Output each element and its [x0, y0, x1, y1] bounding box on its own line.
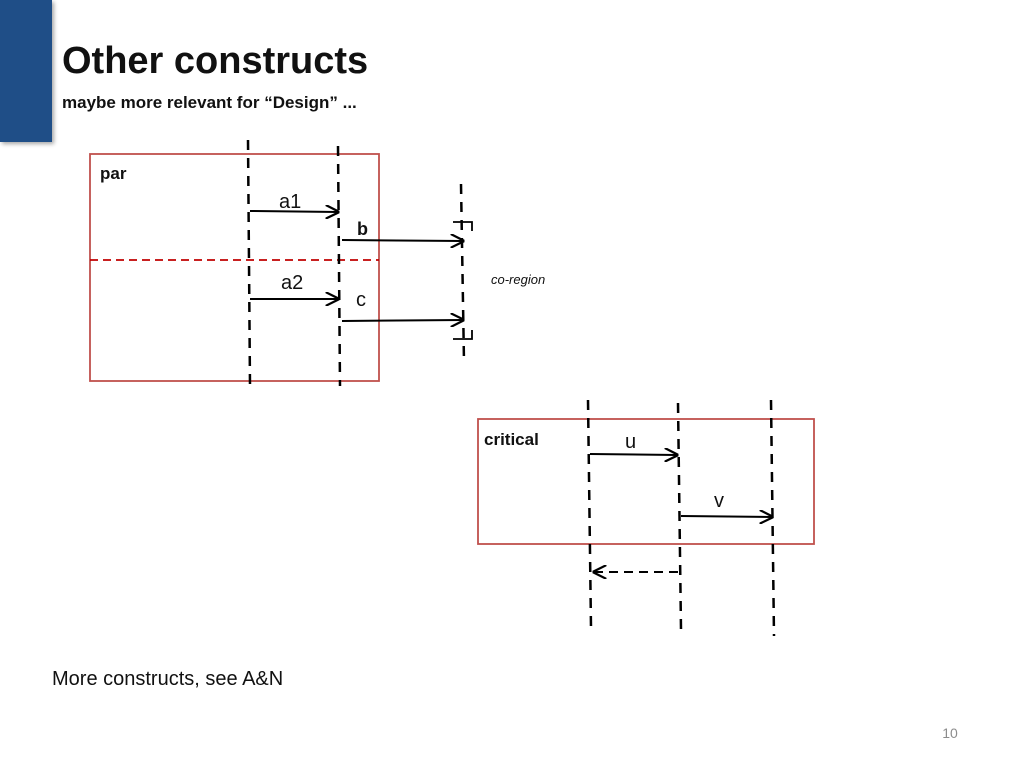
message-c-label: c	[356, 289, 366, 311]
message-a1-arrow	[249, 211, 338, 212]
par-frame: par	[89, 153, 380, 382]
slide-subtitle: maybe more relevant for “Design” ...	[62, 93, 357, 112]
message-c-arrow	[341, 320, 463, 321]
co-region-bracket-top	[453, 221, 473, 231]
par-frame-border	[89, 153, 380, 382]
message-u-label: u	[625, 431, 636, 453]
critical-frame-border	[477, 418, 815, 545]
lifeline-2	[336, 145, 342, 387]
page-number: 10	[942, 725, 958, 741]
message-a1-label: a1	[279, 191, 301, 213]
lifeline-1	[246, 139, 252, 387]
title-accent-bar	[0, 0, 52, 142]
footer-text: More constructs, see A&N	[52, 668, 284, 690]
lifeline-4	[586, 399, 593, 629]
message-v-arrow	[680, 516, 772, 517]
message-b-label: b	[357, 219, 368, 239]
par-frame-label: par	[100, 164, 127, 183]
message-a2-label: a2	[281, 272, 303, 294]
lifeline-6	[769, 399, 776, 637]
critical-frame: critical	[477, 418, 815, 545]
message-v-label: v	[714, 490, 724, 512]
slide-title: Other constructs	[62, 40, 369, 82]
lifeline-3	[459, 183, 466, 363]
message-b-arrow	[341, 240, 463, 241]
message-u-arrow	[589, 454, 677, 455]
co-region-note: co-region	[491, 272, 545, 287]
lifeline-5	[676, 402, 683, 631]
critical-frame-label: critical	[484, 430, 539, 449]
co-region-bracket-bottom	[453, 330, 473, 340]
